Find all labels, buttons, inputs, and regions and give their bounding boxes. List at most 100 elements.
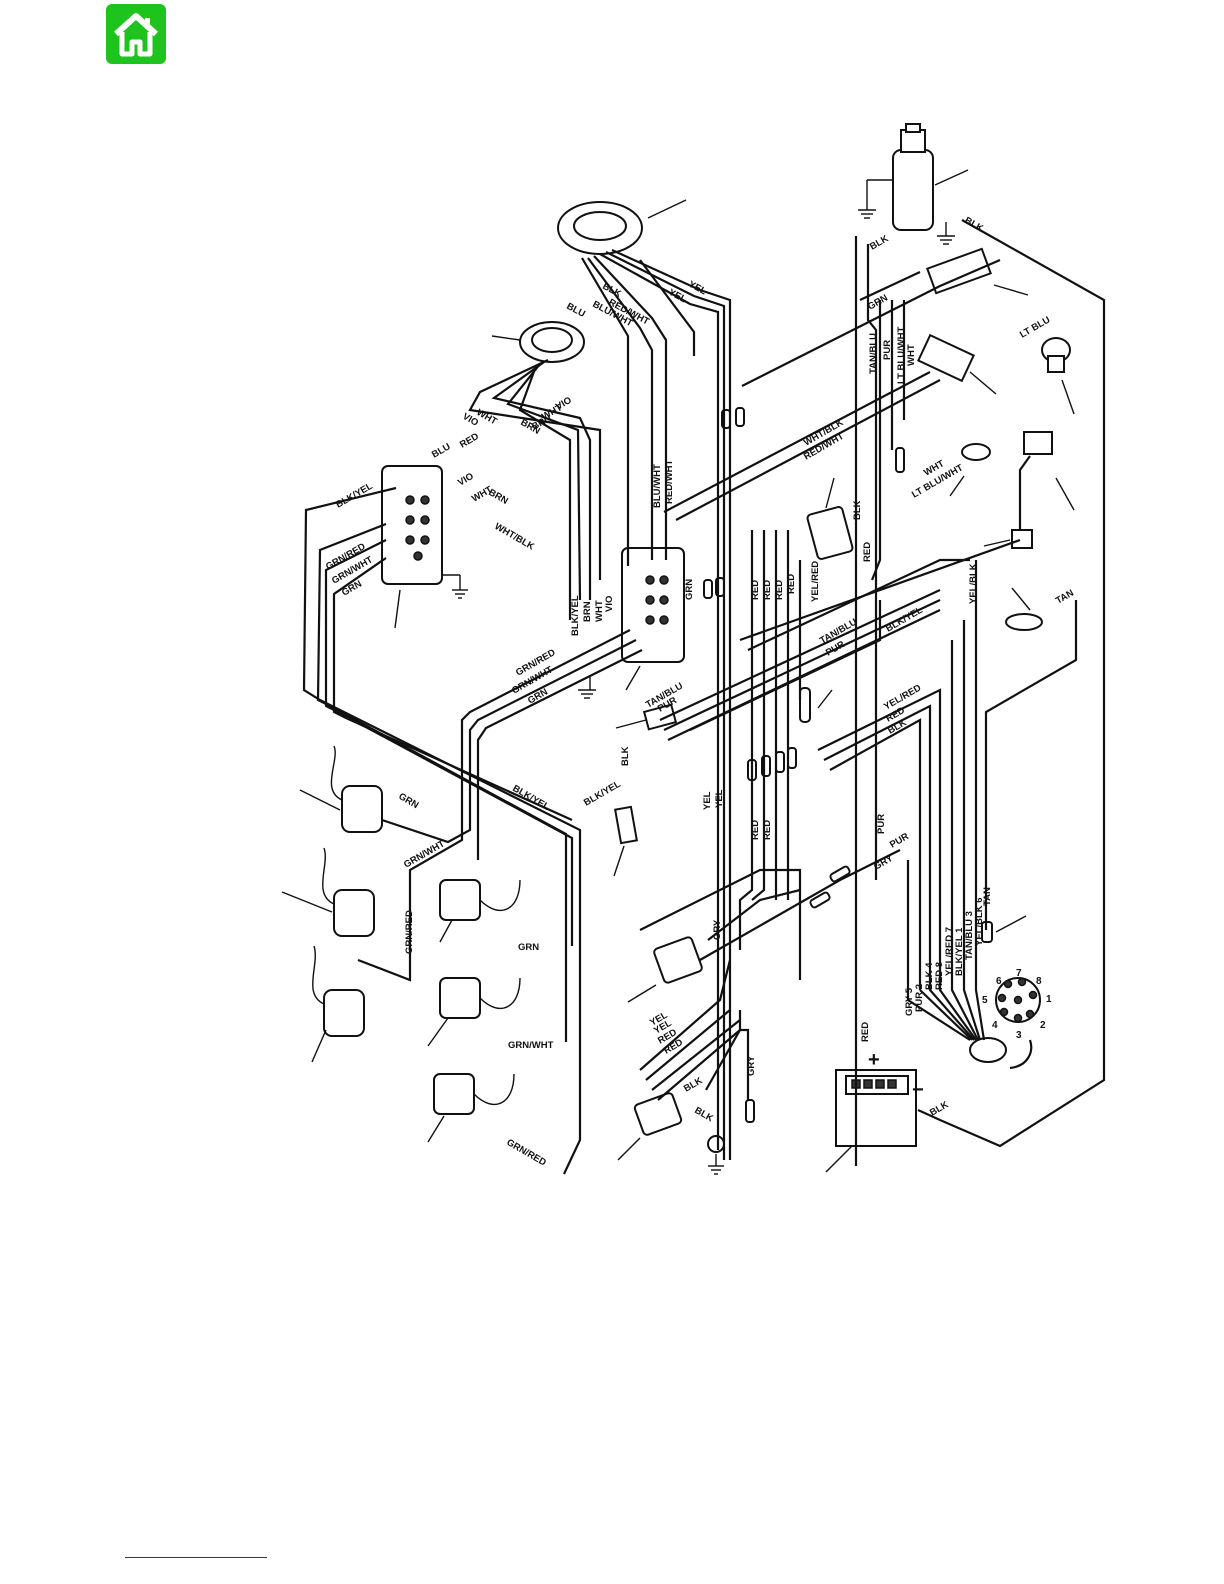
ground-stud [613, 805, 638, 877]
svg-text:YEL: YEL [714, 789, 725, 808]
svg-text:BRN: BRN [487, 487, 510, 507]
svg-text:BLK: BLK [682, 1075, 705, 1094]
svg-text:RED/WHT: RED/WHT [664, 459, 675, 504]
svg-text:1: 1 [1046, 994, 1052, 1005]
svg-text:TAN: TAN [982, 887, 993, 906]
svg-text:7: 7 [1016, 968, 1022, 979]
svg-text:PUR: PUR [876, 814, 887, 834]
wire-labels-switchbox-right: BLK/YEL BRN WHT VIO GRN BLU/WHT RED/WHT [570, 459, 695, 636]
choke-solenoid [1018, 431, 1075, 530]
svg-text:WHT: WHT [906, 344, 917, 366]
wire-labels-coils: GRN GRN/WHT GRN/RED GRN GRN/WHT GRN/RED … [397, 783, 554, 1168]
svg-text:TAN/BLU 3: TAN/BLU 3 [964, 911, 975, 960]
svg-text:PUR 2: PUR 2 [914, 984, 925, 1012]
home-icon [113, 13, 159, 57]
svg-text:BLK: BLK [852, 500, 863, 520]
svg-text:GRY 5: GRY 5 [904, 987, 915, 1016]
svg-text:LT BLU/WHT: LT BLU/WHT [896, 326, 907, 384]
ignition-coil-5 [427, 977, 521, 1047]
svg-text:TAN/BLU: TAN/BLU [868, 333, 879, 374]
ignition-coil-4 [439, 879, 521, 943]
svg-text:YEL/BLK: YEL/BLK [968, 563, 979, 604]
tan-connector [981, 915, 1027, 943]
svg-text:BLU/WHT: BLU/WHT [652, 464, 663, 508]
svg-text:VIO: VIO [456, 471, 476, 489]
svg-text:GRN: GRN [526, 686, 550, 706]
svg-text:GRN/WHT: GRN/WHT [508, 1040, 554, 1051]
svg-text:GRY: GRY [746, 1055, 757, 1076]
ignition-coil-1 [299, 745, 383, 833]
svg-text:YEL: YEL [667, 287, 689, 305]
svg-text:RED: RED [786, 574, 797, 594]
switch-box-right [621, 547, 685, 691]
plug-pin-labels: 1 2 3 4 5 6 7 8 [982, 968, 1052, 1041]
fuel-pump-connector [799, 687, 833, 723]
footer-rule [125, 1557, 267, 1558]
svg-text:5: 5 [982, 995, 988, 1006]
svg-text:GRN/WHT: GRN/WHT [402, 838, 447, 870]
starter-solenoid [926, 247, 1029, 296]
svg-text:4: 4 [992, 1020, 998, 1031]
stator [557, 199, 687, 255]
home-button[interactable] [106, 4, 166, 64]
svg-text:2: 2 [1040, 1020, 1046, 1031]
svg-text:3: 3 [1016, 1030, 1022, 1041]
wire-labels-center: RED RED RED RED YEL/RED RED BLK TAN/BLU … [750, 500, 1076, 840]
oil-sensor [983, 529, 1033, 549]
svg-text:RED: RED [750, 580, 761, 600]
svg-text:BLK: BLK [868, 233, 891, 252]
temp-sender [1005, 587, 1043, 631]
wire-labels-plug: GRY 5 PUR 2 BLK 4 RED 8 YEL/RED 7 BLK/YE… [904, 887, 993, 1016]
battery-negative-sign: − [912, 1079, 924, 1101]
svg-text:RED: RED [774, 580, 785, 600]
svg-text:PUR: PUR [882, 340, 893, 360]
wire-labels-trigger: VIO WHT BRN WHT VIO BRN BLU RED VIO WHT … [430, 395, 574, 553]
harness-plug [969, 977, 1041, 1070]
svg-text:RED: RED [860, 1022, 871, 1042]
svg-text:GRN: GRN [397, 791, 421, 811]
ignition-coil-6 [427, 1073, 515, 1143]
svg-text:BLU: BLU [430, 441, 453, 460]
svg-text:8: 8 [1036, 976, 1042, 987]
ignition-coil-3 [311, 945, 365, 1063]
svg-text:BRN: BRN [582, 601, 593, 622]
svg-text:RED: RED [762, 580, 773, 600]
starter-motor [892, 123, 969, 231]
svg-text:RED 8: RED 8 [934, 962, 945, 990]
svg-text:WHT: WHT [594, 600, 605, 622]
svg-text:RED: RED [862, 542, 873, 562]
ground-symbol [858, 179, 893, 219]
temperature-switch [1041, 337, 1075, 415]
svg-text:GRN: GRN [684, 579, 695, 600]
wire-labels-switchbox-left: BLK/YEL GRN/RED GRN/WHT GRN [324, 481, 375, 599]
ground-symbol [442, 574, 468, 599]
svg-text:BLK: BLK [620, 746, 631, 766]
svg-text:BLK/YEL: BLK/YEL [570, 595, 581, 636]
svg-text:BLK 4: BLK 4 [924, 962, 935, 990]
svg-text:YEL/BLK 6: YEL/BLK 6 [974, 897, 985, 946]
svg-text:BLU: BLU [565, 301, 588, 320]
bullet-connectors [703, 407, 905, 1123]
terminal-block [615, 703, 678, 731]
svg-text:BLK/YEL: BLK/YEL [582, 779, 623, 809]
ground-symbol [937, 222, 955, 245]
starter-relay [806, 477, 854, 560]
battery-positive-sign: + [868, 1049, 880, 1071]
svg-text:GRN/RED: GRN/RED [404, 910, 415, 954]
svg-text:GRY: GRY [712, 919, 723, 940]
fuse-holder [917, 333, 997, 395]
svg-text:RED: RED [458, 431, 481, 451]
svg-text:PUR: PUR [888, 831, 911, 851]
switch-box-left [381, 465, 443, 629]
svg-text:BLK/YEL 1: BLK/YEL 1 [954, 927, 965, 976]
svg-text:WHT/BLK: WHT/BLK [493, 521, 537, 552]
ignition-coil-2 [281, 847, 375, 937]
svg-text:GRN/RED: GRN/RED [505, 1137, 549, 1168]
warning-horn [949, 443, 991, 497]
svg-text:LT BLU: LT BLU [1018, 314, 1052, 340]
svg-text:RED: RED [762, 820, 773, 840]
svg-text:YEL/RED 7: YEL/RED 7 [944, 927, 955, 976]
battery [825, 1069, 917, 1173]
wiring-harness [302, 219, 1106, 1175]
